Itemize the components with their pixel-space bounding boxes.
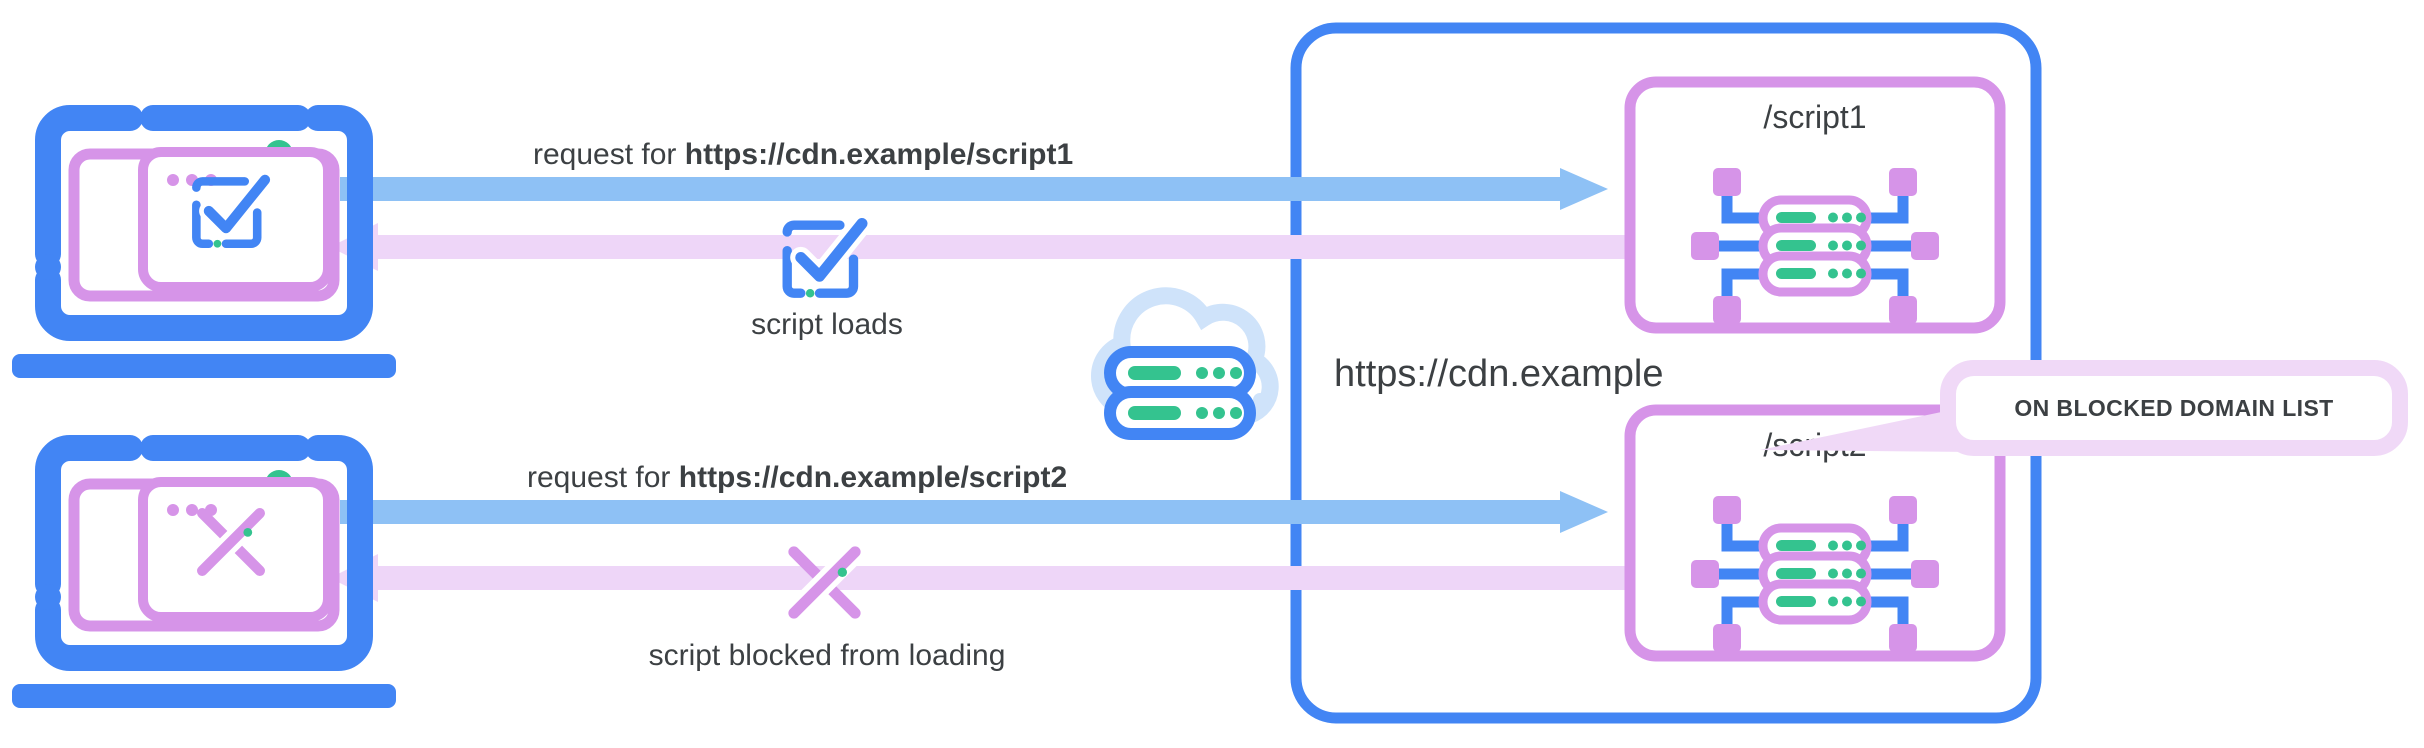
- client-laptop-allowed: [12, 118, 396, 378]
- request-prefix-2: request for: [527, 461, 679, 494]
- request-url-2: https://cdn.example/script2: [679, 461, 1067, 494]
- response-arrow-script2: [330, 554, 1637, 602]
- resource-path-script1: /script1: [1763, 99, 1866, 135]
- client-laptop-blocked: [12, 448, 396, 708]
- resource-box-script1[interactable]: /script1: [1624, 76, 2006, 334]
- blocked-domain-callout: ON BLOCKED DOMAIN LIST: [1760, 360, 2408, 456]
- resource-box-script2[interactable]: /script2: [1624, 404, 2006, 662]
- callout-text: ON BLOCKED DOMAIN LIST: [2014, 395, 2333, 421]
- response-arrow-script1: [330, 223, 1637, 271]
- request-arrow-script2: [340, 491, 1608, 533]
- request-url-1: https://cdn.example/script1: [685, 138, 1073, 171]
- origin-label: https://cdn.example: [1334, 353, 1664, 395]
- request-label-script2: request for https://cdn.example/script2: [527, 461, 1067, 494]
- request-label-script1: request for https://cdn.example/script1: [533, 138, 1073, 171]
- cloud-server-icon: [1091, 287, 1279, 440]
- status-icon-script-loads: [787, 224, 862, 298]
- status-label-script-loads: script loads: [751, 308, 903, 341]
- request-prefix-1: request for: [533, 138, 685, 171]
- request-arrow-script1: [340, 168, 1608, 210]
- status-label-script-blocked: script blocked from loading: [649, 639, 1006, 672]
